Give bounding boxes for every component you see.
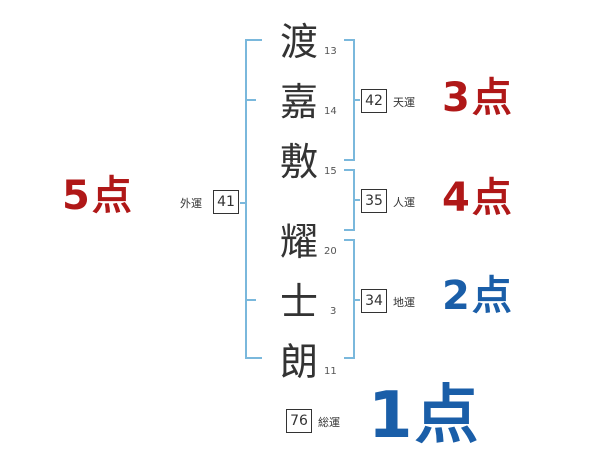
chiun-score: 2点 <box>442 273 514 319</box>
stroke-count-5: 3 <box>330 306 337 317</box>
jinun-score: 4点 <box>442 175 514 221</box>
jinun-label: 人運 <box>393 196 415 209</box>
tenun-score: 3点 <box>442 75 514 121</box>
stroke-count-4: 20 <box>324 246 337 257</box>
name-char-4: 耀 <box>279 220 318 264</box>
tenun-bracket <box>344 39 355 161</box>
name-char-2: 嘉 <box>279 80 318 124</box>
jinun-bracket <box>344 169 355 231</box>
chiun-label: 地運 <box>393 296 415 309</box>
name-char-1: 渡 <box>279 20 318 64</box>
chiun-value-box: 34 <box>361 289 387 313</box>
stroke-count-1: 13 <box>324 46 337 57</box>
souun-score: 1点 <box>368 379 481 453</box>
name-char-6: 朗 <box>279 340 318 384</box>
stroke-count-3: 15 <box>324 166 337 177</box>
name-char-3: 敷 <box>279 140 318 184</box>
stroke-count-6: 11 <box>324 366 337 377</box>
tenun-label: 天運 <box>393 96 415 109</box>
gaiun-score: 5点 <box>62 173 134 219</box>
stroke-count-2: 14 <box>324 106 337 117</box>
tenun-value-box: 42 <box>361 89 387 113</box>
gaiun-label: 外運 <box>180 197 202 210</box>
souun-value-box: 76 <box>286 409 312 433</box>
jinun-value-box: 35 <box>361 189 387 213</box>
gaiun-value-box: 41 <box>213 190 239 214</box>
name-char-5: 士 <box>279 280 318 324</box>
gaiun-bracket <box>245 39 262 359</box>
souun-label: 総運 <box>318 416 340 429</box>
